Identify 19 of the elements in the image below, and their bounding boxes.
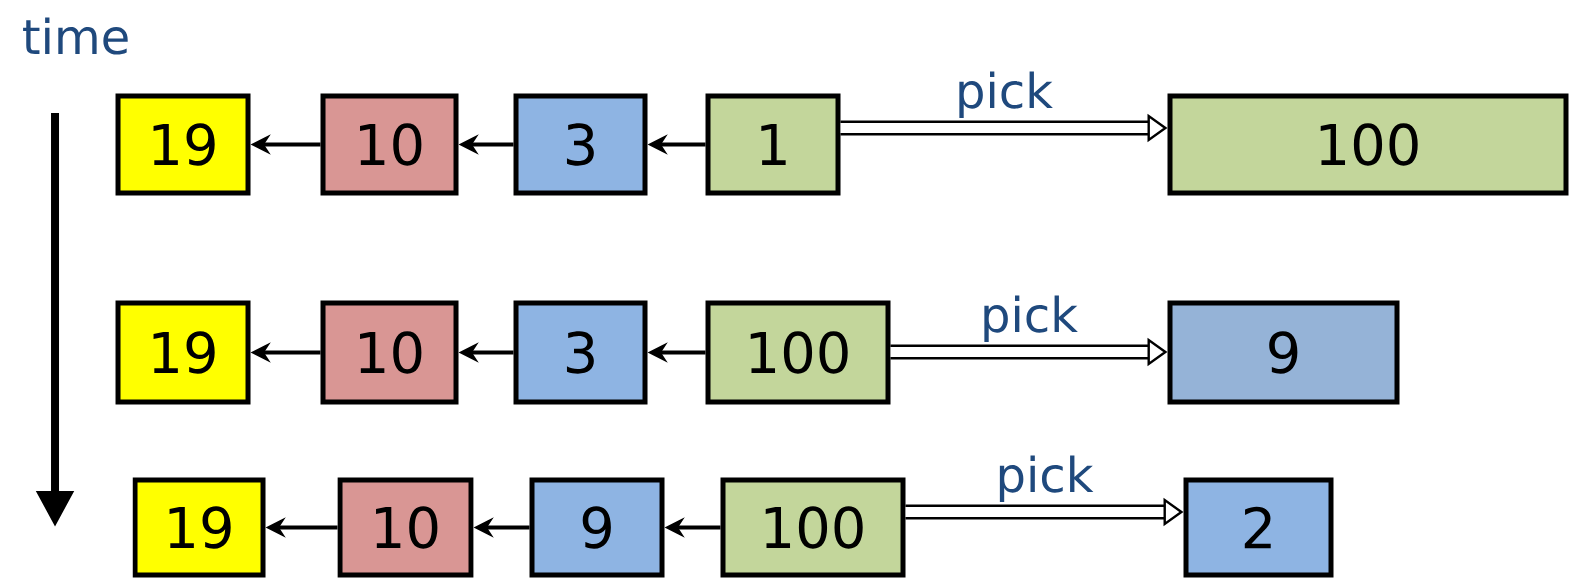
edge-label: pick (984, 295, 1078, 342)
axis-label: time (23, 17, 128, 55)
number-box: 19 (132, 477, 266, 578)
number-box: 9 (529, 477, 665, 578)
number-box: 19 (115, 300, 251, 405)
number-box: 100 (720, 477, 906, 578)
edge-label: pick (959, 71, 1053, 118)
number-box: 100 (1167, 93, 1569, 196)
number-box: 19 (115, 93, 251, 196)
number-box: 1 (705, 93, 841, 196)
number-box: 10 (320, 300, 459, 405)
number-box: 2 (1183, 477, 1334, 578)
edge-label: pick (999, 455, 1094, 502)
number-box: 10 (320, 93, 459, 196)
number-box: 100 (705, 300, 891, 405)
number-box: 10 (337, 477, 474, 578)
number-box: 3 (513, 93, 648, 196)
number-box: 9 (1167, 300, 1400, 405)
number-box: 3 (513, 300, 648, 405)
